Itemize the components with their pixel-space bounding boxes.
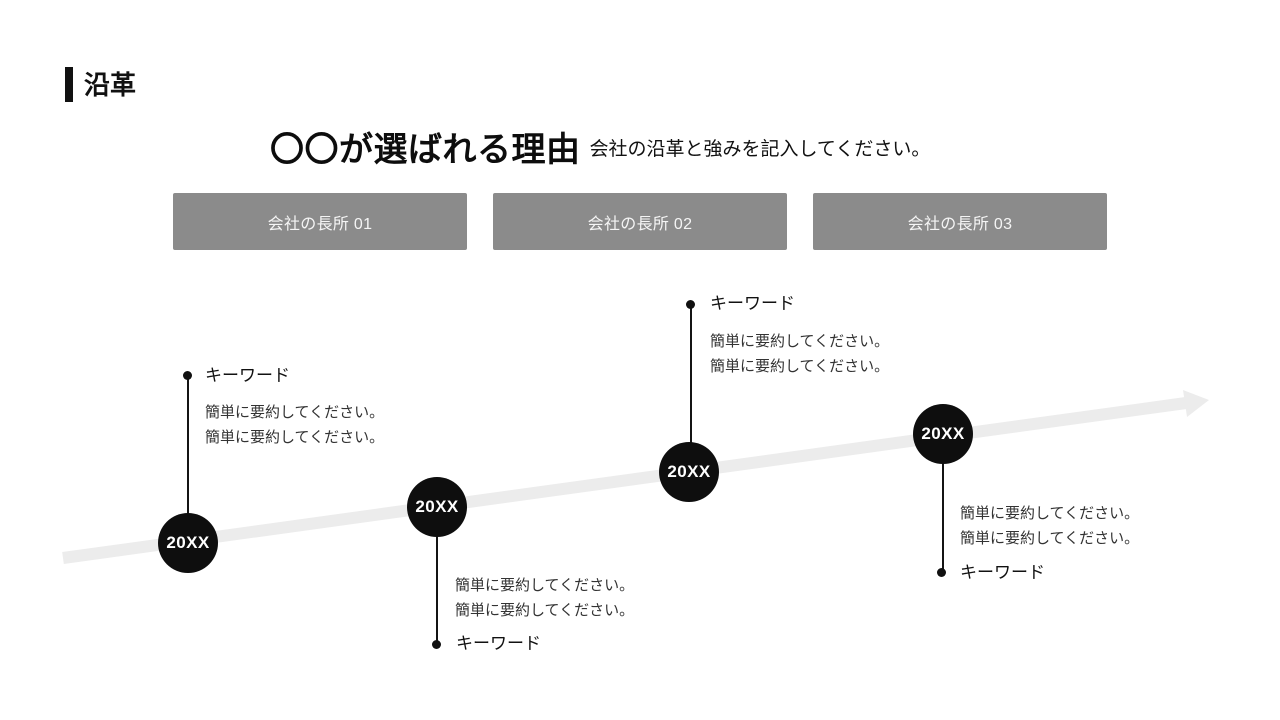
section-label: 沿革 xyxy=(84,70,137,100)
year-marker: 20XX xyxy=(407,477,467,537)
description-line: 簡単に要約してください。 xyxy=(960,530,1140,547)
slide-subtitle: 会社の沿革と強みを記入してください。 xyxy=(589,139,931,160)
year-marker: 20XX xyxy=(158,513,218,573)
milestone-keyword: キーワード xyxy=(960,563,1045,582)
bullet-dot-icon xyxy=(432,640,441,649)
connector-line xyxy=(942,434,944,573)
connector-line xyxy=(436,507,438,645)
milestone-description: 簡単に要約してください。 簡単に要約してください。 xyxy=(960,501,1139,551)
bullet-dot-icon xyxy=(686,300,695,309)
milestone-description: 簡単に要約してください。 簡単に要約してください。 xyxy=(205,400,384,450)
description-line: 簡単に要約してください。 xyxy=(960,505,1140,522)
description-line: 簡単に要約してください。 xyxy=(205,404,385,421)
year-marker: 20XX xyxy=(659,442,719,502)
strength-box-03: 会社の長所 03 xyxy=(813,193,1107,250)
title-row: 〇〇が選ばれる理由 会社の沿革と強みを記入してください。 xyxy=(270,125,931,169)
strength-box-02: 会社の長所 02 xyxy=(493,193,787,250)
strength-label: 会社の長所 01 xyxy=(267,215,373,233)
connector-line xyxy=(187,376,189,543)
slide-title: 〇〇が選ばれる理由 xyxy=(270,130,581,169)
connector-line xyxy=(690,305,692,472)
milestone-description: 簡単に要約してください。 簡単に要約してください。 xyxy=(455,573,634,623)
description-line: 簡単に要約してください。 xyxy=(455,602,635,619)
bullet-dot-icon xyxy=(183,371,192,380)
milestone-keyword: キーワード xyxy=(456,634,541,653)
description-line: 簡単に要約してください。 xyxy=(455,577,635,594)
description-line: 簡単に要約してください。 xyxy=(710,333,890,350)
section-accent-bar xyxy=(65,67,73,102)
year-marker: 20XX xyxy=(913,404,973,464)
description-line: 簡単に要約してください。 xyxy=(710,358,890,375)
milestone-description: 簡単に要約してください。 簡単に要約してください。 xyxy=(710,329,889,379)
milestone-keyword: キーワード xyxy=(710,294,795,313)
strength-box-01: 会社の長所 01 xyxy=(173,193,467,250)
milestone-keyword: キーワード xyxy=(205,366,290,385)
description-line: 簡単に要約してください。 xyxy=(205,429,385,446)
strength-label: 会社の長所 02 xyxy=(587,215,693,233)
bullet-dot-icon xyxy=(937,568,946,577)
strength-label: 会社の長所 03 xyxy=(907,215,1013,233)
